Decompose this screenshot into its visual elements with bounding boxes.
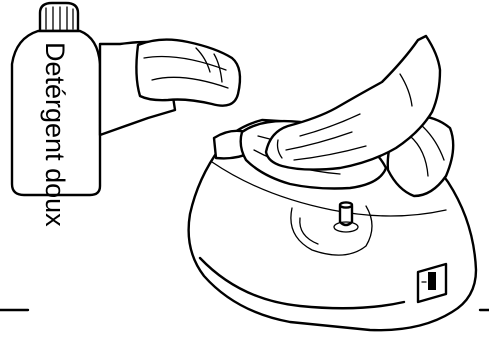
folded-cloth	[136, 40, 240, 106]
detergent-bottle: Detérgent doux	[12, 3, 100, 227]
bottle-label: Detérgent doux	[40, 42, 70, 227]
